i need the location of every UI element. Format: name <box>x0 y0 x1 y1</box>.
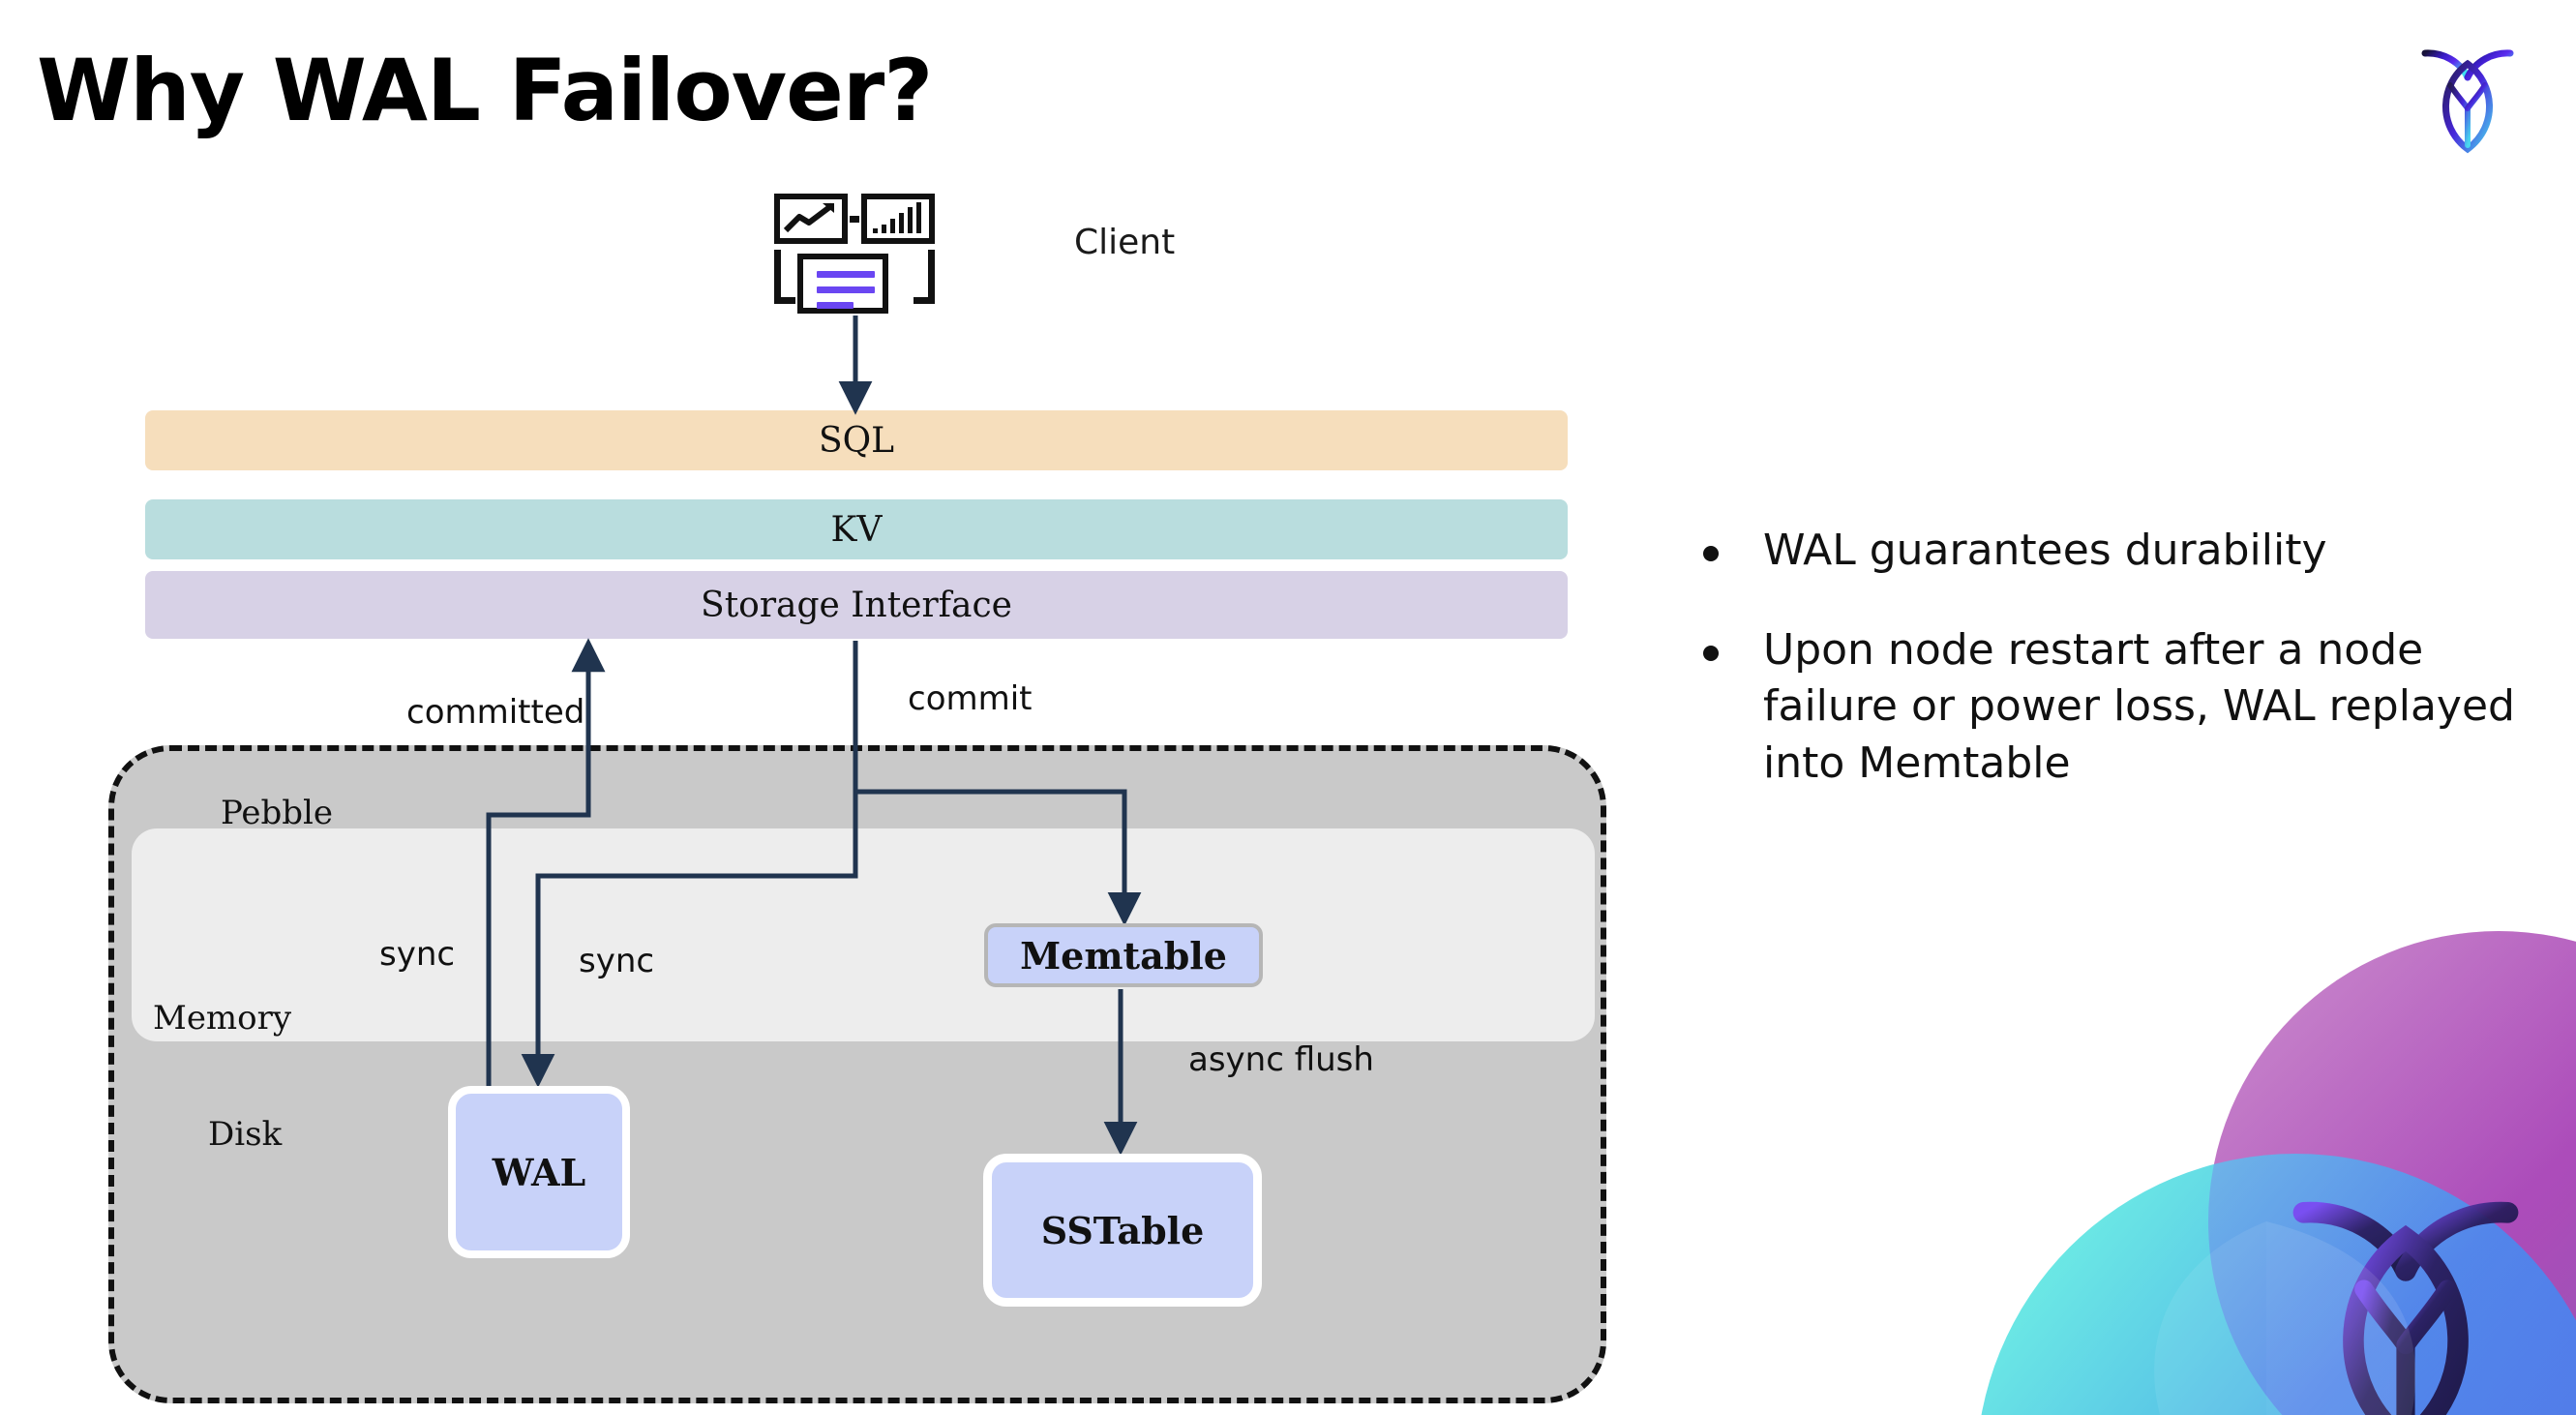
layer-label-sql: SQL <box>818 420 895 461</box>
wal-box: WAL <box>448 1086 630 1258</box>
list-item: Upon node restart after a node failure o… <box>1703 622 2535 793</box>
bar-chart-icon <box>861 194 935 244</box>
bullet-text: Upon node restart after a node failure o… <box>1763 624 2515 788</box>
memtable-box: Memtable <box>984 923 1263 987</box>
edge-label-async-flush: async flush <box>1188 1040 1374 1079</box>
pebble-label: Pebble <box>221 794 333 832</box>
layer-bar-storage-interface: Storage Interface <box>145 571 1568 639</box>
sstable-box: SSTable <box>983 1154 1262 1307</box>
memtable-label: Memtable <box>1020 933 1227 978</box>
decorative-circles-graphic <box>1976 931 2576 1415</box>
sstable-label: SSTable <box>1040 1208 1205 1252</box>
right-bracket-icon <box>914 250 935 304</box>
left-bracket-icon <box>774 250 795 304</box>
cockroachdb-logo-icon <box>2410 37 2526 158</box>
bullet-dot-icon <box>1703 546 1719 561</box>
client-label: Client <box>1074 223 1176 262</box>
layer-bar-sql: SQL <box>145 410 1568 470</box>
disk-label: Disk <box>208 1115 283 1154</box>
memory-zone <box>132 828 1595 1041</box>
line-chart-icon <box>774 194 848 244</box>
edge-label-sync-left: sync <box>379 935 456 974</box>
connector-dash-icon <box>850 216 859 223</box>
edge-label-sync-right: sync <box>579 942 655 980</box>
wal-label: WAL <box>492 1150 586 1194</box>
layer-bar-kv: KV <box>145 499 1568 559</box>
page-title: Why WAL Failover? <box>37 41 933 140</box>
edge-label-committed: committed <box>406 693 585 732</box>
list-item: WAL guarantees durability <box>1703 523 2535 580</box>
layer-label-storage-interface: Storage Interface <box>701 585 1012 625</box>
document-icon <box>797 254 888 314</box>
memory-label: Memory <box>153 999 292 1038</box>
bullet-text: WAL guarantees durability <box>1763 526 2327 575</box>
layer-label-kv: KV <box>830 509 883 550</box>
bullet-list: WAL guarantees durability Upon node rest… <box>1703 523 2535 834</box>
pebble-container <box>108 745 1606 1403</box>
client-icon-group: Client <box>774 194 1181 329</box>
bullet-dot-icon <box>1703 645 1719 661</box>
edge-label-commit: commit <box>908 679 1033 718</box>
